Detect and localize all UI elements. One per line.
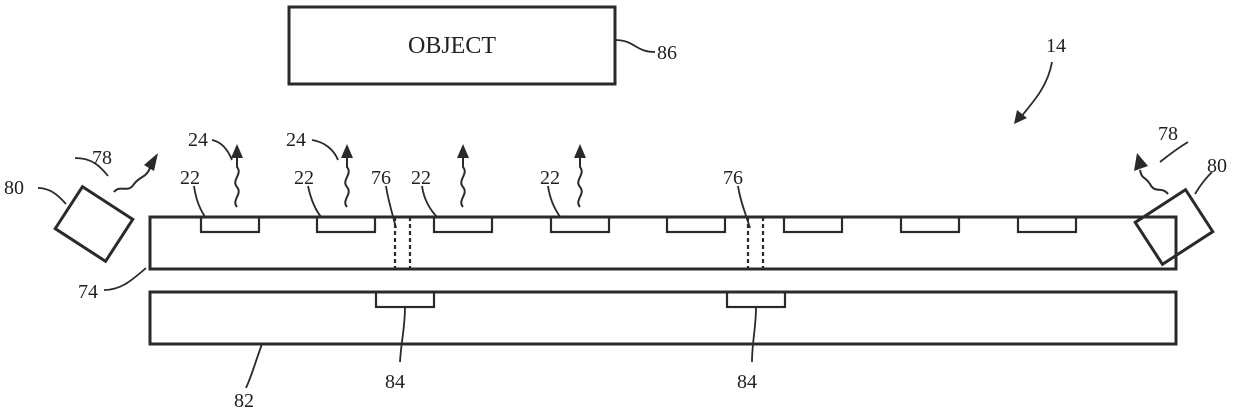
contact-pad-left bbox=[376, 292, 434, 307]
leader-pad-right bbox=[752, 307, 756, 362]
emission-arrow bbox=[341, 144, 353, 207]
top-layer bbox=[150, 217, 1176, 269]
sensor-pad bbox=[1018, 217, 1076, 232]
leader-layer-bottom bbox=[246, 344, 262, 388]
sensor-pad bbox=[317, 217, 375, 232]
leader-beam-right bbox=[1160, 142, 1188, 162]
label-emission-2: 24 bbox=[286, 129, 306, 151]
sensor-pad bbox=[434, 217, 492, 232]
sensor-pad bbox=[667, 217, 725, 232]
leader-emission-1 bbox=[212, 140, 232, 160]
leader-layer-top bbox=[104, 268, 146, 290]
label-sensor-1: 22 bbox=[180, 167, 200, 189]
leader-sensor-1 bbox=[194, 186, 206, 218]
leader-emission-2 bbox=[312, 140, 338, 160]
leader-emitter-left bbox=[38, 188, 66, 204]
label-via-right: 76 bbox=[723, 167, 743, 189]
assembly-ref: 14 bbox=[1046, 35, 1066, 57]
label-pad-right: 84 bbox=[737, 371, 757, 393]
beam-arrow-left bbox=[114, 153, 158, 192]
label-via-left: 76 bbox=[371, 167, 391, 189]
leader-sensor-2 bbox=[308, 186, 322, 218]
label-emitter-left: 80 bbox=[4, 177, 24, 199]
contact-pad-right bbox=[727, 292, 785, 307]
leader-via-left bbox=[386, 186, 396, 228]
label-layer-bottom: 82 bbox=[234, 390, 254, 412]
sensor-pad bbox=[201, 217, 259, 232]
label-sensor-4: 22 bbox=[540, 167, 560, 189]
sensor-pads bbox=[201, 217, 1076, 232]
label-beam-right: 78 bbox=[1158, 123, 1178, 145]
label-beam-left: 78 bbox=[92, 147, 112, 169]
label-sensor-2: 22 bbox=[294, 167, 314, 189]
emission-arrow bbox=[457, 144, 469, 207]
object-label: OBJECT bbox=[408, 33, 496, 59]
leader-via-right bbox=[738, 186, 750, 228]
sensor-pad bbox=[901, 217, 959, 232]
object-leader bbox=[615, 40, 655, 52]
sensor-pad bbox=[784, 217, 842, 232]
label-emitter-right: 80 bbox=[1207, 155, 1227, 177]
label-layer-top: 74 bbox=[78, 281, 98, 303]
via-left bbox=[395, 217, 410, 269]
emission-arrow bbox=[231, 144, 243, 207]
sensor-pad bbox=[551, 217, 609, 232]
leader-sensor-4 bbox=[548, 186, 561, 218]
via-right bbox=[748, 217, 763, 269]
leader-pad-left bbox=[400, 307, 405, 362]
object-ref: 86 bbox=[657, 42, 677, 64]
emission-arrow bbox=[574, 144, 586, 207]
label-pad-left: 84 bbox=[385, 371, 405, 393]
emitter-right bbox=[1135, 190, 1213, 265]
leader-sensor-3 bbox=[422, 186, 438, 218]
leader-lines bbox=[38, 140, 1212, 388]
label-emission-1: 24 bbox=[188, 129, 208, 151]
emitter-left bbox=[55, 187, 133, 262]
bottom-layer bbox=[150, 292, 1176, 344]
assembly-leader bbox=[1020, 62, 1052, 118]
label-sensor-3: 22 bbox=[411, 167, 431, 189]
